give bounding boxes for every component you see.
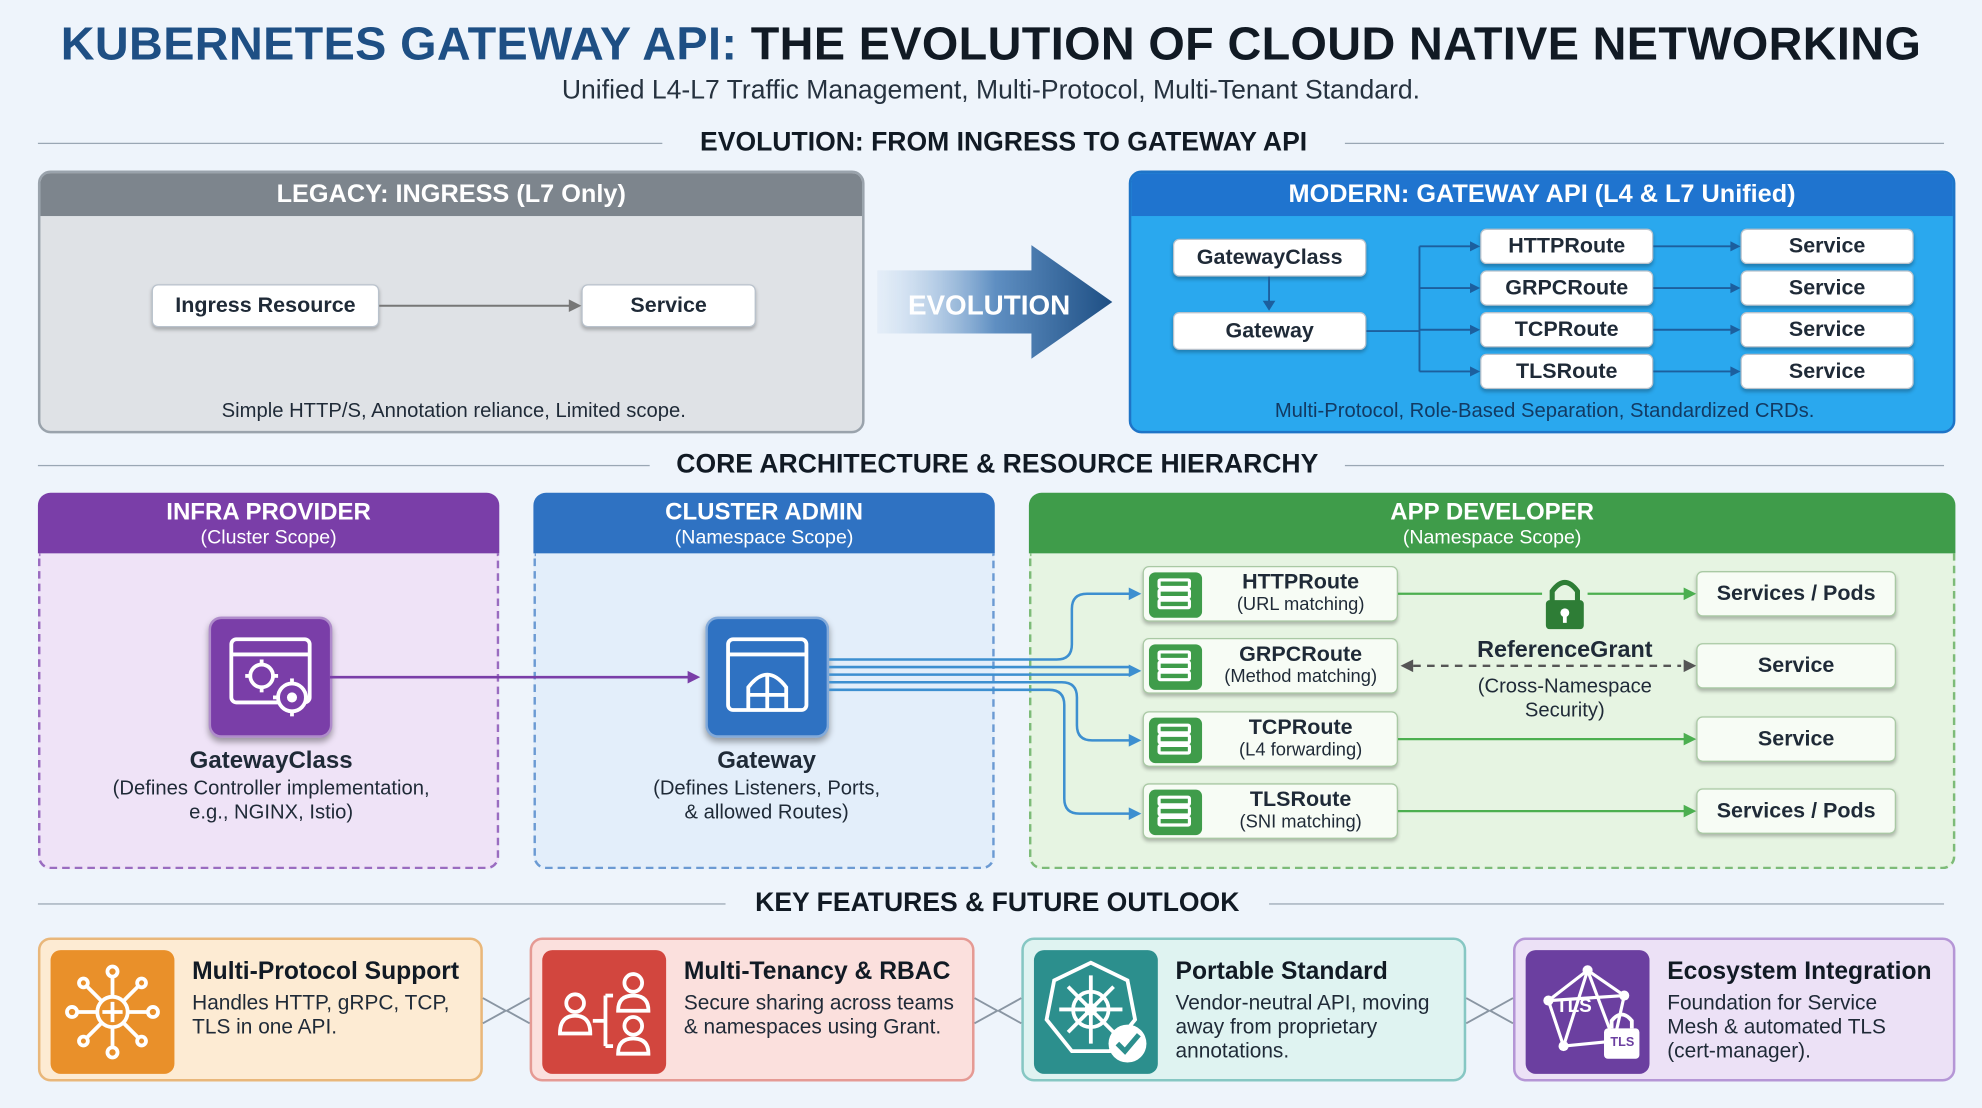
title-main: THE EVOLUTION OF CLOUD NATIVE NETWORKING bbox=[750, 17, 1922, 70]
gateway-arch-icon bbox=[726, 637, 809, 712]
feature-title: Multi-Protocol Support bbox=[192, 957, 460, 986]
feature-desc-line: & namespaces using Grant. bbox=[683, 1015, 942, 1039]
ingress-resource-box: Ingress Resource bbox=[151, 284, 380, 328]
modern-service-box: Service bbox=[1740, 228, 1914, 265]
gear-settings-icon bbox=[229, 637, 312, 717]
route-stack-glyphs bbox=[1157, 578, 1192, 827]
feature-card: Multi-Tenancy & RBAC Secure sharing acro… bbox=[529, 937, 975, 1082]
route-name: TLSRoute bbox=[1249, 787, 1352, 812]
section-title-architecture: CORE ARCHITECTURE & RESOURCE HIERARCHY bbox=[649, 449, 1345, 481]
page-title: KUBERNETES GATEWAY API: THE EVOLUTION OF… bbox=[0, 18, 1982, 71]
feature-desc-line: Secure sharing across teams bbox=[683, 991, 954, 1015]
cluster-admin-header: CLUSTER ADMIN (Namespace Scope) bbox=[533, 492, 995, 554]
legacy-flow-arrow bbox=[379, 299, 582, 313]
feature-card: Portable Standard Vendor-neutral API, mo… bbox=[1021, 937, 1467, 1082]
legacy-ingress-panel: LEGACY: INGRESS (L7 Only) Ingress Resour… bbox=[37, 170, 865, 434]
section-title-evolution: EVOLUTION: FROM INGRESS TO GATEWAY API bbox=[662, 127, 1345, 158]
modern-route-box: HTTPRoute bbox=[1480, 228, 1654, 265]
dev-target-box: Service bbox=[1696, 643, 1897, 689]
modern-gatewayclass-box: GatewayClass bbox=[1172, 238, 1367, 277]
modern-route-box: TCPRoute bbox=[1480, 312, 1654, 348]
gateway-label: Gateway bbox=[717, 747, 817, 775]
lock-icon bbox=[1545, 579, 1584, 630]
dev-route-card: HTTPRoute (URL matching) bbox=[1142, 566, 1398, 622]
evolution-arrow-label: EVOLUTION bbox=[907, 289, 1071, 321]
dev-target-box: Services / Pods bbox=[1696, 571, 1897, 617]
modern-route-box: GRPCRoute bbox=[1480, 270, 1654, 306]
feature-card: TLS TLS Ecosystem Integration Foundation… bbox=[1513, 937, 1956, 1082]
modern-route-box: TLSRoute bbox=[1480, 353, 1654, 390]
dev-target-box: Services / Pods bbox=[1696, 788, 1897, 834]
title-accent: KUBERNETES GATEWAY API: bbox=[60, 17, 738, 70]
modern-caption: Multi-Protocol, Role-Based Separation, S… bbox=[1274, 400, 1815, 422]
feature-desc-line: away from proprietary bbox=[1175, 1015, 1378, 1039]
route-name: HTTPRoute bbox=[1242, 569, 1360, 594]
feature-desc-line: Handles HTTP, gRPC, TCP, bbox=[192, 991, 450, 1015]
lane-title: INFRA PROVIDER bbox=[166, 499, 371, 526]
modern-service-box: Service bbox=[1740, 312, 1914, 348]
page-subtitle: Unified L4-L7 Traffic Management, Multi-… bbox=[561, 75, 1421, 105]
legacy-service-box: Service bbox=[581, 284, 756, 328]
dev-route-card: GRPCRoute (Method matching) bbox=[1142, 638, 1398, 694]
reference-grant-desc-line2: Security) bbox=[1524, 699, 1605, 722]
cluster-admin-lane: Gateway (Defines Listeners, Ports, & all… bbox=[533, 553, 995, 870]
modern-panel-header: MODERN: GATEWAY API (L4 & L7 Unified) bbox=[1131, 173, 1953, 217]
modern-service-box: Service bbox=[1740, 353, 1914, 390]
reference-grant-desc-line1: (Cross-Namespace bbox=[1477, 675, 1652, 698]
modern-gateway-api-panel: MODERN: GATEWAY API (L4 & L7 Unified) Ga… bbox=[1128, 170, 1956, 434]
feature-title: Ecosystem Integration bbox=[1667, 957, 1932, 986]
feature-desc-line: (cert-manager). bbox=[1667, 1039, 1811, 1063]
feature-desc-line: Foundation for Service bbox=[1667, 991, 1878, 1015]
feature-card: Multi-Protocol Support Handles HTTP, gRP… bbox=[37, 937, 483, 1082]
lane-scope: (Cluster Scope) bbox=[200, 526, 337, 549]
feature-desc: Handles HTTP, gRPC, TCP, TLS in one API. bbox=[192, 992, 473, 1040]
app-developer-header: APP DEVELOPER (Namespace Scope) bbox=[1028, 492, 1956, 554]
lane-title: APP DEVELOPER bbox=[1390, 499, 1595, 526]
tls-mesh-icon: TLS TLS bbox=[1525, 950, 1650, 1074]
modern-gateway-box: Gateway bbox=[1172, 312, 1367, 350]
kubernetes-helm-icon bbox=[1033, 950, 1158, 1074]
route-desc: (SNI matching) bbox=[1239, 812, 1362, 833]
feature-desc-line: Mesh & automated TLS bbox=[1667, 1015, 1886, 1039]
network-hub-icon bbox=[50, 950, 175, 1074]
gateway-desc-line2: & allowed Routes) bbox=[684, 802, 849, 824]
infra-provider-header: INFRA PROVIDER (Cluster Scope) bbox=[37, 492, 500, 554]
gatewayclass-label: GatewayClass bbox=[189, 747, 353, 775]
feature-desc-line: Vendor-neutral API, moving bbox=[1175, 991, 1430, 1015]
feature-title: Portable Standard bbox=[1175, 957, 1388, 986]
gateway-resource-icon bbox=[705, 616, 830, 738]
legacy-caption: Simple HTTP/S, Annotation reliance, Limi… bbox=[221, 400, 686, 422]
lane-scope: (Namespace Scope) bbox=[674, 526, 854, 549]
feature-desc-line: TLS in one API. bbox=[192, 1015, 338, 1039]
route-name: TCPRoute bbox=[1248, 715, 1353, 740]
gatewayclass-desc-line2: e.g., NGINX, Istio) bbox=[189, 802, 354, 824]
feature-title: Multi-Tenancy & RBAC bbox=[683, 957, 951, 986]
legacy-panel-header: LEGACY: INGRESS (L7 Only) bbox=[40, 173, 863, 217]
route-desc: (L4 forwarding) bbox=[1239, 740, 1363, 761]
feature-desc: Foundation for Service Mesh & automated … bbox=[1667, 992, 1945, 1064]
lane-title: CLUSTER ADMIN bbox=[665, 499, 864, 526]
feature-desc: Vendor-neutral API, moving away from pro… bbox=[1176, 992, 1457, 1064]
feature-desc: Secure sharing across teams & namespaces… bbox=[684, 992, 965, 1040]
modern-service-box: Service bbox=[1740, 270, 1914, 306]
route-desc: (URL matching) bbox=[1236, 595, 1365, 616]
users-icon bbox=[542, 950, 667, 1074]
tls-lock-badge: TLS bbox=[1610, 1035, 1635, 1050]
infra-provider-lane: GatewayClass (Defines Controller impleme… bbox=[37, 553, 500, 870]
tls-badge-text: TLS bbox=[1555, 995, 1592, 1018]
dev-target-box: Service bbox=[1696, 716, 1897, 762]
feature-desc-line: annotations. bbox=[1175, 1039, 1290, 1063]
gateway-desc-line1: (Defines Listeners, Ports, bbox=[653, 778, 881, 800]
evolution-arrow-icon bbox=[877, 245, 1113, 359]
gatewayclass-desc-line1: (Defines Controller implementation, bbox=[112, 778, 430, 800]
route-desc: (Method matching) bbox=[1224, 667, 1378, 688]
modern-flow-connectors bbox=[1262, 241, 1741, 377]
lane-scope: (Namespace Scope) bbox=[1402, 526, 1582, 549]
route-name: GRPCRoute bbox=[1239, 641, 1363, 666]
section-title-features: KEY FEATURES & FUTURE OUTLOOK bbox=[725, 888, 1270, 919]
reference-grant-title: ReferenceGrant bbox=[1477, 635, 1653, 663]
